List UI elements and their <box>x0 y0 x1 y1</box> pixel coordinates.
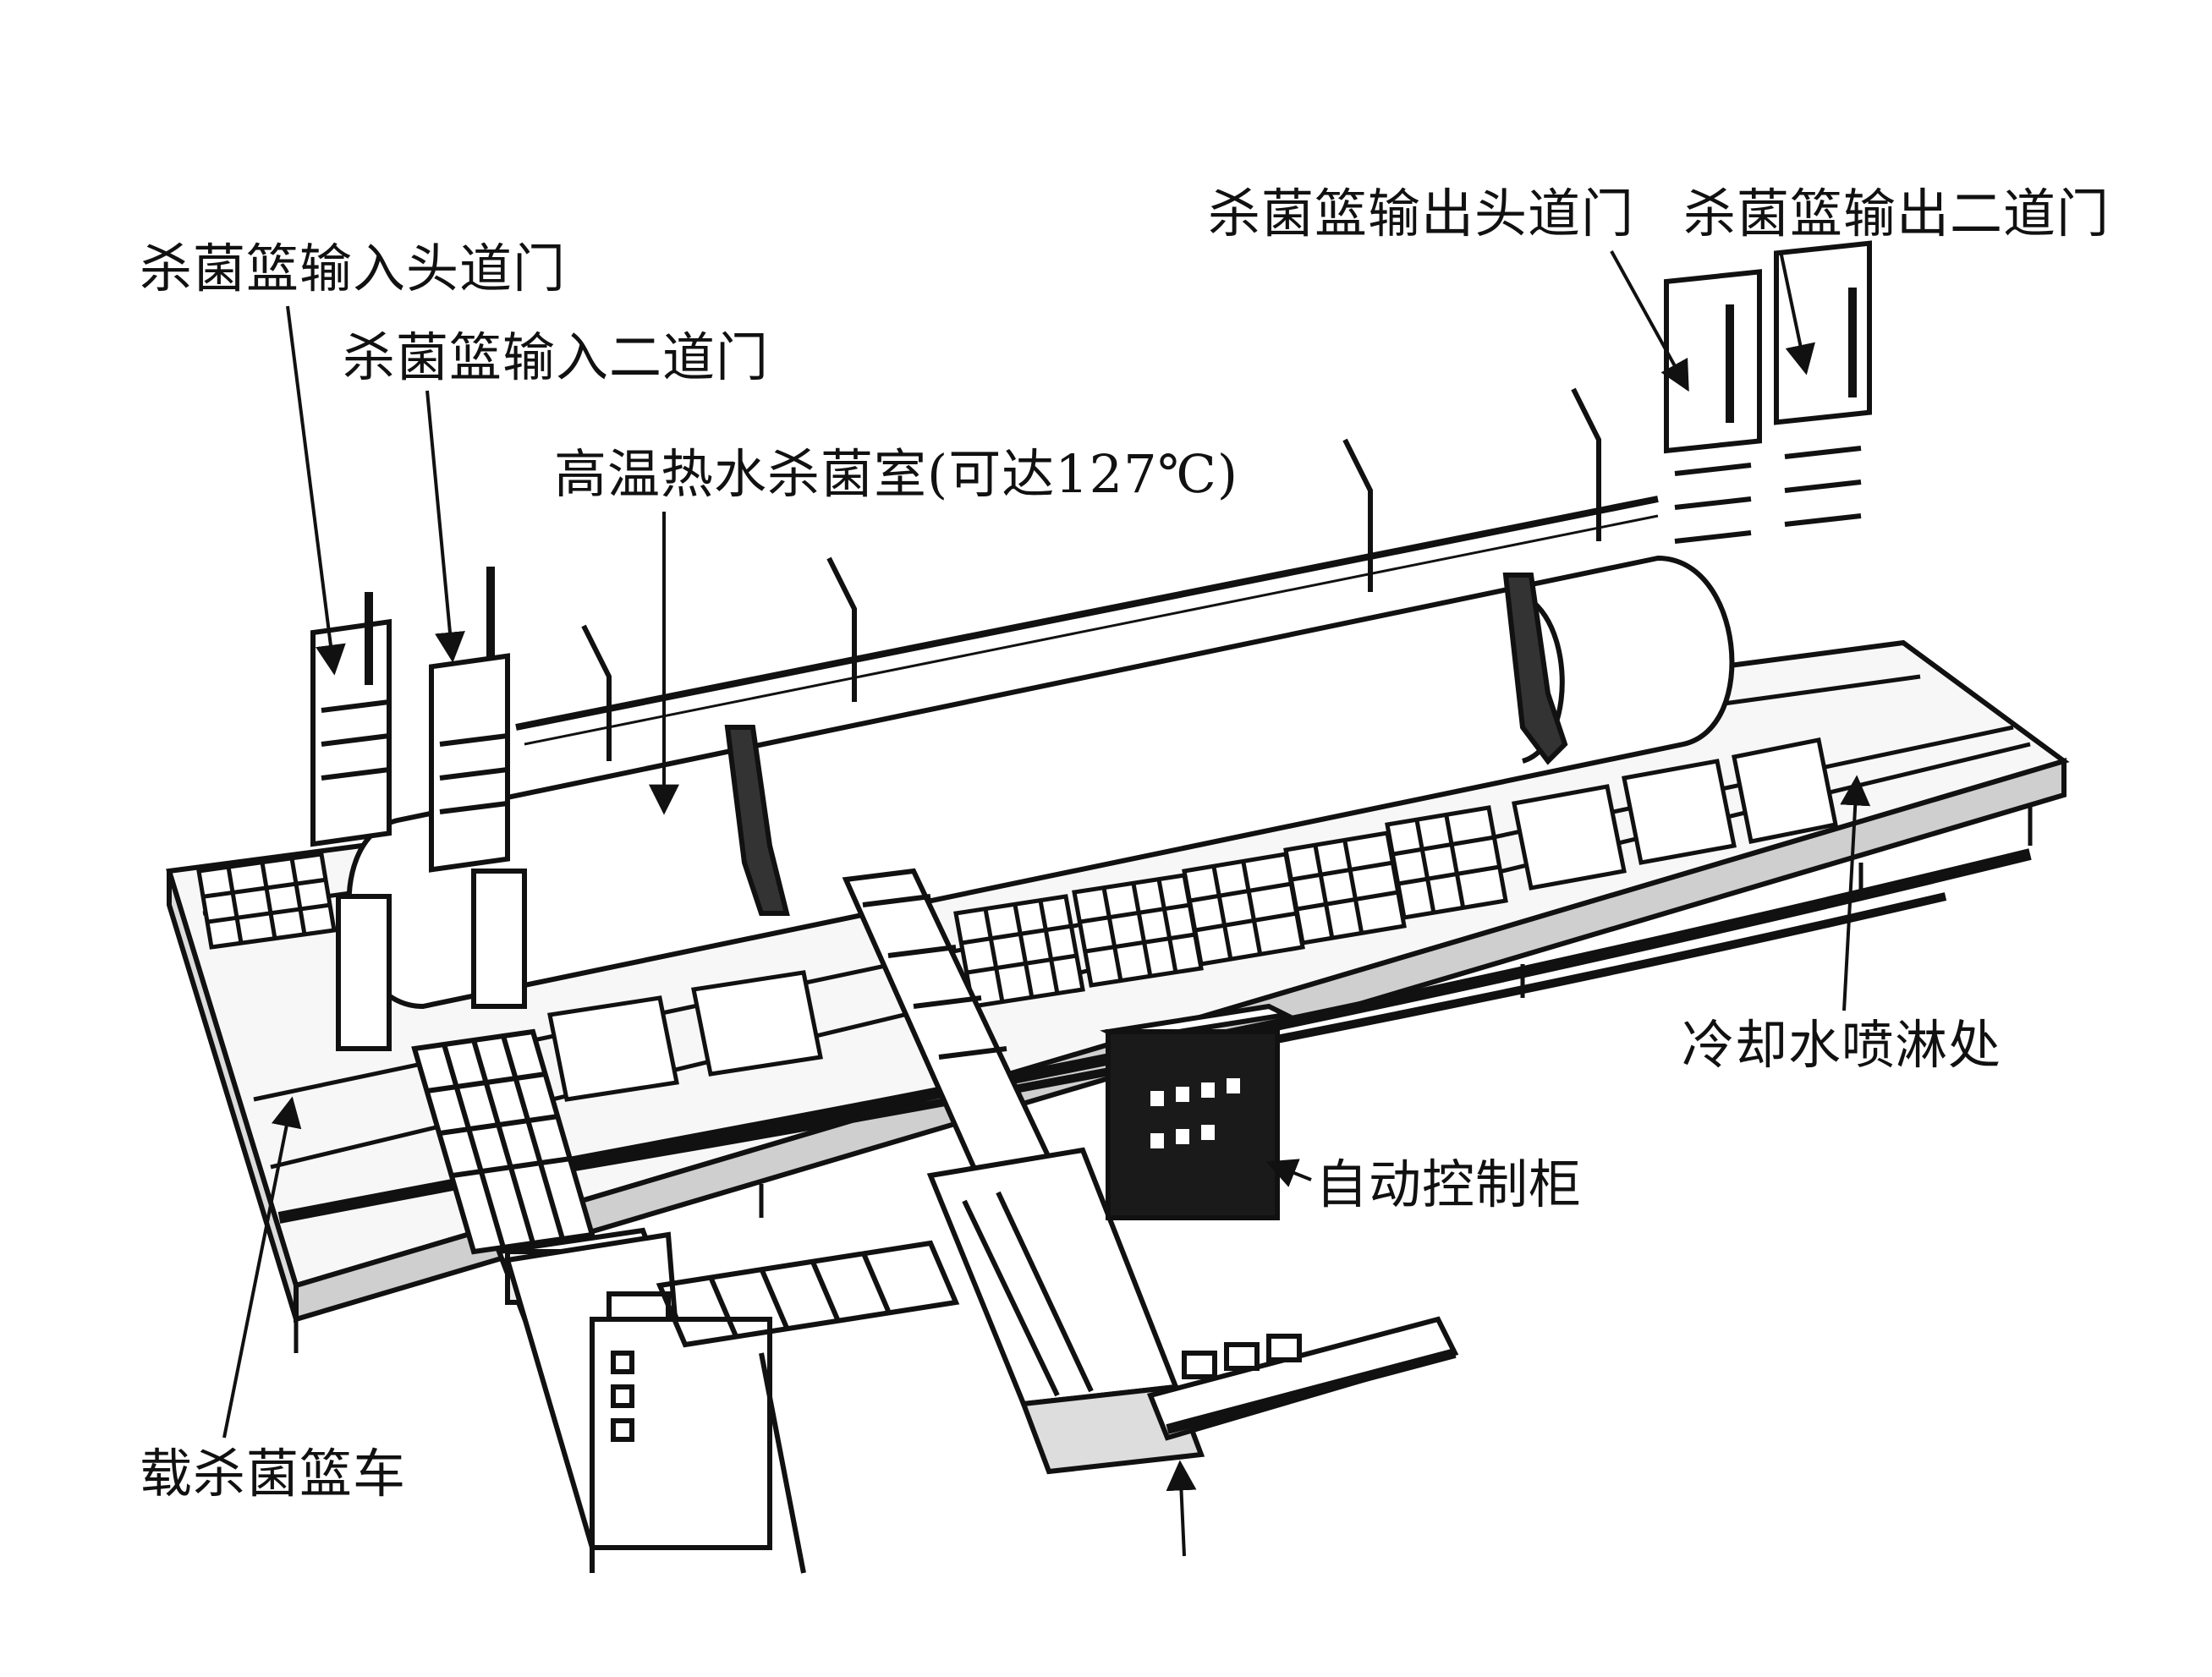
leader-input-second-door <box>425 390 465 663</box>
basket-open <box>547 737 1838 1102</box>
leader-output-second-door <box>1779 250 1815 375</box>
input-first-door <box>310 592 392 1051</box>
basket-grid <box>1283 830 1407 945</box>
drum-brackets <box>581 387 1601 916</box>
basket-cart <box>504 1231 806 1574</box>
leader-cooling-spray <box>1840 775 1871 1011</box>
leader-basket-cart <box>222 1096 302 1439</box>
input-second-door <box>429 567 527 1009</box>
leader-control-cabinet <box>1265 1159 1312 1187</box>
leader-input-first-door <box>286 305 346 676</box>
label-sterilization-room: 高温热水杀菌室(可达127℃) <box>554 443 1239 505</box>
label-control-cabinet: 自动控制柜 <box>1315 1154 1583 1215</box>
cross-rail <box>656 1240 960 1348</box>
basket-grid <box>196 852 337 950</box>
leader-output-first-door <box>1610 250 1689 392</box>
leader-lines <box>222 250 1871 1557</box>
output-second-door <box>1774 240 1872 527</box>
basket-grid <box>1072 873 1204 988</box>
conveyor-baskets <box>196 737 1838 1102</box>
label-basket-cart: 载杀菌篮车 <box>140 1443 407 1504</box>
output-conveyor <box>842 868 1205 1475</box>
label-input-first-door: 杀菌篮输入头道门 <box>140 238 567 299</box>
label-output-second-door: 杀菌篮输出二道门 <box>1683 183 2110 244</box>
control-cabinet <box>1100 1003 1294 1220</box>
label-input-second-door: 杀菌篮输入二道门 <box>343 326 770 388</box>
basket-grid <box>953 894 1085 1009</box>
label-cooling-spray: 冷却水喷淋处 <box>1682 1014 2002 1076</box>
basket-grid <box>1182 852 1305 967</box>
label-output-first-door: 杀菌篮输出头道门 <box>1208 183 1635 244</box>
basket-grid <box>1385 805 1508 920</box>
leader-outfeed <box>1166 1460 1197 1557</box>
output-first-door <box>1664 269 1762 544</box>
outfeed-conveyor <box>1146 1316 1459 1441</box>
